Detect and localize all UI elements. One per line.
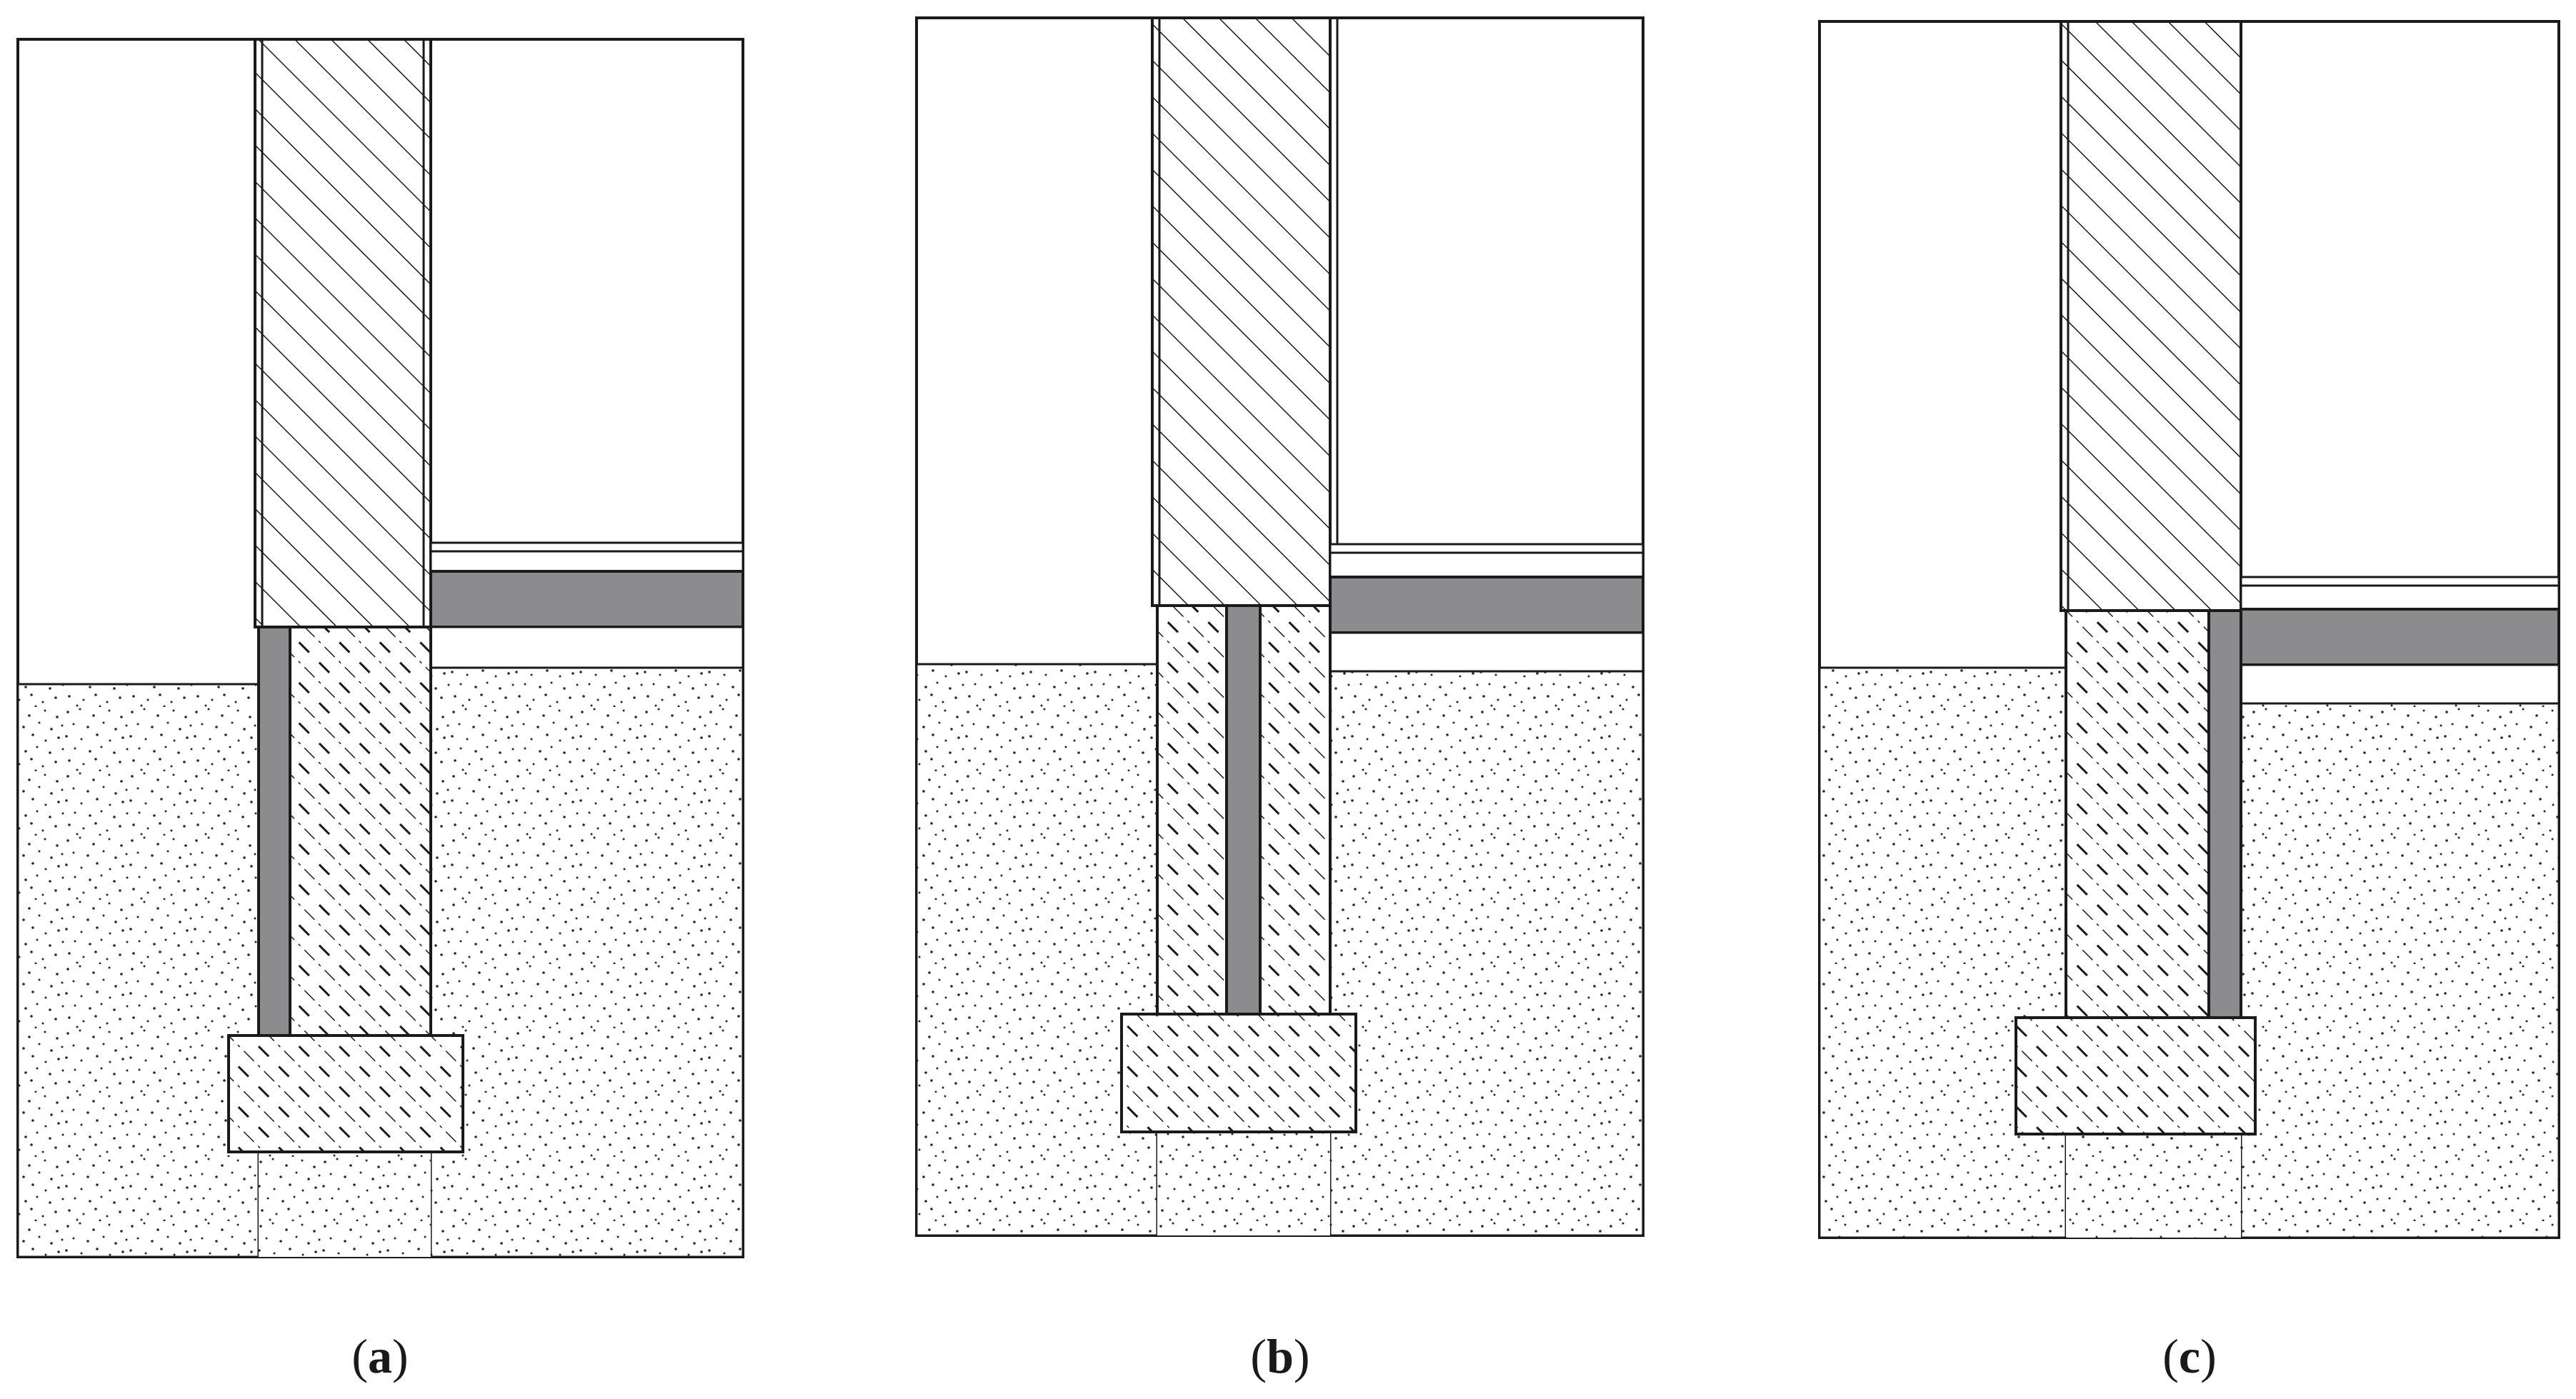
panel-a-soil-right xyxy=(429,666,744,1258)
panel-b-floor-finish xyxy=(1329,543,1644,578)
panel-c-floor-insulation xyxy=(2240,608,2560,666)
panel-a xyxy=(16,38,744,1258)
panel-b-masonry-wall xyxy=(1151,16,1332,607)
panel-c-footing xyxy=(2015,1016,2257,1135)
panel-b xyxy=(915,16,1644,1237)
panel-b-foundation-wall-outer xyxy=(1156,604,1228,1016)
panel-c-masonry-wall xyxy=(2060,20,2242,612)
panel-c xyxy=(1818,20,2560,1239)
panel-a-footing xyxy=(227,1034,464,1153)
panel-c-foundation-wall xyxy=(2065,609,2210,1019)
panel-c-floor-slab xyxy=(2240,663,2560,705)
panel-a-floor-finish xyxy=(429,541,744,573)
panel-c-floor-finish xyxy=(2240,576,2560,611)
panel-b-foundation-wall-inner xyxy=(1259,604,1332,1016)
panel-a-floor-insulation xyxy=(429,570,744,628)
panel-c-interior-insulation xyxy=(2207,609,2242,1019)
panel-a-masonry-wall xyxy=(254,38,432,628)
panel-b-soil-right xyxy=(1329,670,1644,1237)
caption-c: (c) xyxy=(2162,1329,2217,1383)
panel-a-perimeter-insulation xyxy=(257,626,291,1037)
panel-c-soil-right xyxy=(2240,702,2560,1239)
panel-a-floor-slab xyxy=(429,626,744,669)
panel-c-soil-left xyxy=(1818,666,2067,1239)
panel-a-soil-left xyxy=(16,683,260,1258)
panel-b-soil-left xyxy=(915,663,1159,1237)
panel-b-footing xyxy=(1120,1013,1357,1133)
panel-b-floor-slab xyxy=(1329,631,1644,673)
panel-a-foundation-wall xyxy=(289,626,432,1037)
caption-b: (b) xyxy=(1250,1329,1309,1383)
panel-b-floor-insulation xyxy=(1329,576,1644,634)
panel-b-core-insulation xyxy=(1225,604,1262,1016)
caption-a: (a) xyxy=(351,1329,408,1383)
